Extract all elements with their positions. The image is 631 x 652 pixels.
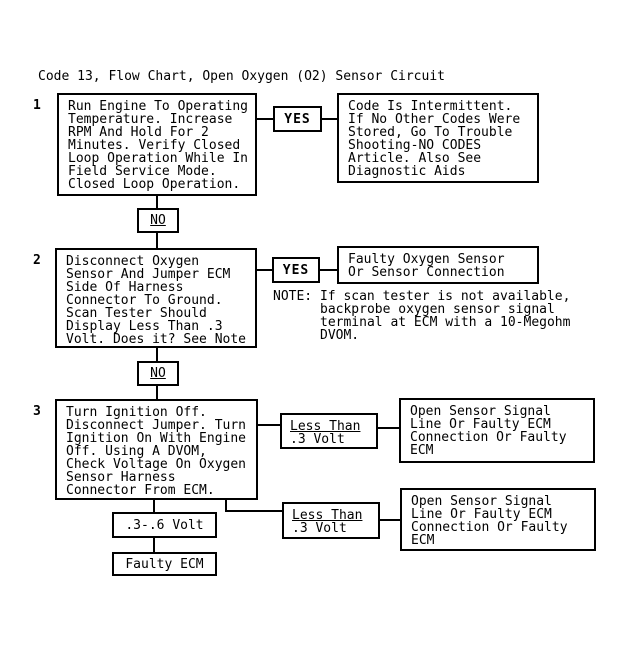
- note-text: NOTE: If scan tester is not available,ba…: [273, 289, 571, 343]
- decision-label-line2: .3 Volt: [292, 521, 347, 536]
- decision-label-line1: Less Than: [292, 508, 363, 523]
- connector-elbow-lessthan2: [225, 510, 282, 512]
- step-number-2: 2: [33, 253, 41, 268]
- connector-box3-lessthan1: [258, 424, 280, 426]
- connector-no1-box2: [156, 233, 158, 248]
- connector-voltage-faultyecm: [153, 538, 155, 552]
- decision-label-line1: Less Than: [290, 419, 361, 434]
- flow-box-step3: Turn Ignition Off.Disconnect Jumper. Tur…: [55, 399, 258, 500]
- result-box-code-intermittent: Code Is Intermittent.If No Other Codes W…: [337, 93, 539, 183]
- connector-lessthan2-result: [380, 519, 400, 521]
- connector-box3-elbow-vertical: [225, 500, 227, 512]
- connector-box3-voltage: [153, 500, 155, 512]
- page-title: Code 13, Flow Chart, Open Oxygen (O2) Se…: [38, 69, 445, 84]
- decision-box-voltage-range: .3-.6 Volt: [112, 512, 217, 538]
- step-number-3: 3: [33, 404, 41, 419]
- yes-box-step1: YES: [273, 106, 322, 132]
- connector-box2-no2: [156, 348, 158, 361]
- connector-box1-yes1: [257, 118, 273, 120]
- yes-box-step2: YES: [272, 257, 320, 283]
- connector-yes2-result2: [320, 269, 337, 271]
- no-box-step2: NO: [137, 361, 179, 386]
- connector-box1-no1: [156, 196, 158, 208]
- step-number-1: 1: [33, 98, 41, 113]
- connector-box2-yes2: [257, 269, 272, 271]
- result-box-faulty-ecm: Faulty ECM: [112, 552, 217, 576]
- decision-box-less-than-2: Less Than .3 Volt: [282, 502, 380, 539]
- no-box-step1: NO: [137, 208, 179, 233]
- connector-yes1-result1: [322, 118, 337, 120]
- connector-lessthan1-result: [378, 427, 399, 429]
- decision-box-less-than-1: Less Than .3 Volt: [280, 413, 378, 449]
- connector-no2-box3: [156, 386, 158, 399]
- decision-label-line2: .3 Volt: [290, 432, 345, 447]
